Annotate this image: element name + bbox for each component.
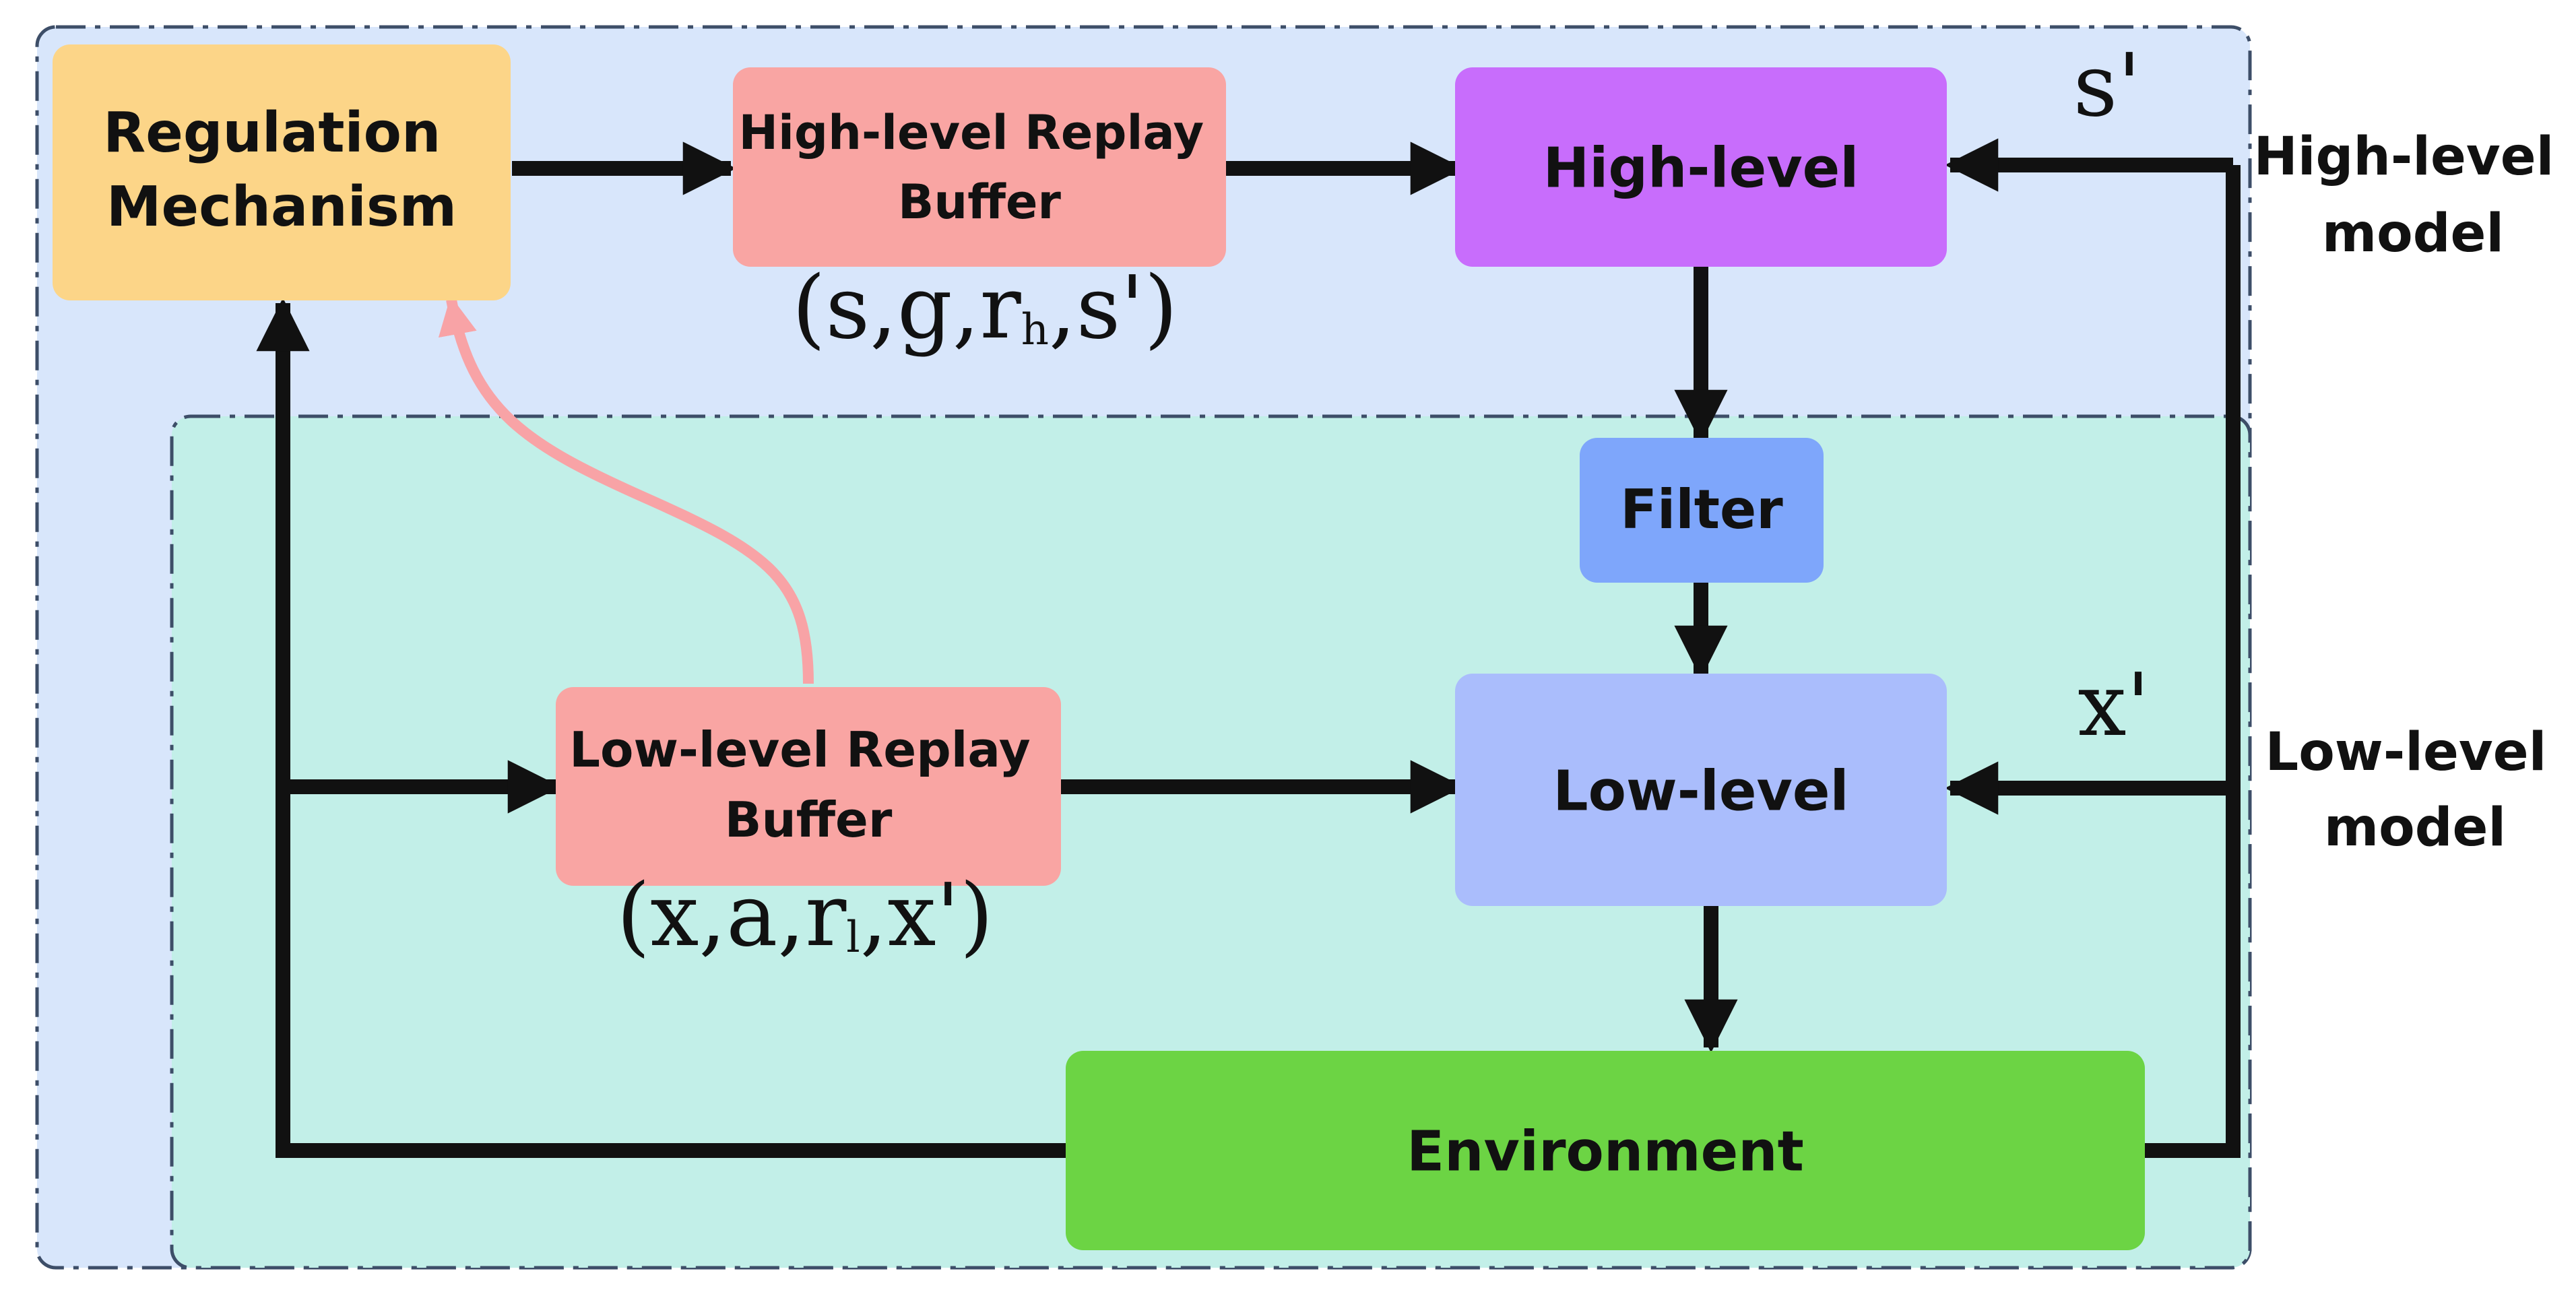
pink-arrow-low-buffer-to-regulation bbox=[438, 296, 814, 684]
regulation-label-line1: Regulation bbox=[103, 101, 441, 165]
high-level-replay-buffer-box: High-level Replay Buffer bbox=[733, 67, 1226, 267]
s-prime-label: s' bbox=[2073, 36, 2142, 136]
low-level-replay-buffer-box: Low-level Replay Buffer bbox=[556, 687, 1061, 886]
low-level-transition-tuple: (x,a,rl,x') bbox=[616, 866, 993, 966]
high-level-model-label-line2: model bbox=[2322, 203, 2504, 264]
low-buffer-label-line2: Buffer bbox=[725, 791, 893, 848]
svg-text:High-level model: High-level model bbox=[2253, 127, 2572, 264]
svg-text:Regulation Mechanism: Regulation Mechanism bbox=[103, 101, 460, 239]
low-level-label: Low-level bbox=[1553, 759, 1848, 823]
low-level-box: Low-level bbox=[1455, 674, 1947, 906]
environment-label: Environment bbox=[1407, 1120, 1804, 1184]
filter-label: Filter bbox=[1620, 478, 1783, 541]
svg-text:Low-level Replay Buffer: Low-level Replay Buffer bbox=[569, 721, 1048, 848]
high-level-model-label-line1: High-level bbox=[2253, 127, 2554, 187]
regulation-mechanism-box: Regulation Mechanism bbox=[53, 44, 511, 300]
low-level-model-label-line2: model bbox=[2324, 798, 2506, 858]
low-buffer-label-line1: Low-level Replay bbox=[569, 721, 1031, 778]
filter-box: Filter bbox=[1580, 438, 1824, 583]
x-prime-label: x' bbox=[2078, 655, 2150, 756]
svg-text:Low-level model: Low-level model bbox=[2265, 722, 2565, 858]
environment-box: Environment bbox=[1066, 1051, 2145, 1250]
connectors bbox=[256, 138, 2241, 1158]
regulation-label-line2: Mechanism bbox=[106, 175, 457, 239]
feedback-environment-to-regulation bbox=[256, 298, 1068, 1158]
low-level-model-label-line1: Low-level bbox=[2265, 722, 2547, 783]
high-buffer-label-line2: Buffer bbox=[898, 174, 1061, 230]
svg-text:High-level Replay Buffer: High-level Replay Buffer bbox=[738, 105, 1220, 230]
high-buffer-label-line1: High-level Replay bbox=[738, 105, 1204, 160]
high-level-label: High-level bbox=[1543, 136, 1859, 200]
high-level-transition-tuple: (s,g,rh,s') bbox=[792, 258, 1178, 358]
high-level-box: High-level bbox=[1455, 67, 1947, 267]
state-line-environment-to-right-bus bbox=[2144, 165, 2241, 1158]
